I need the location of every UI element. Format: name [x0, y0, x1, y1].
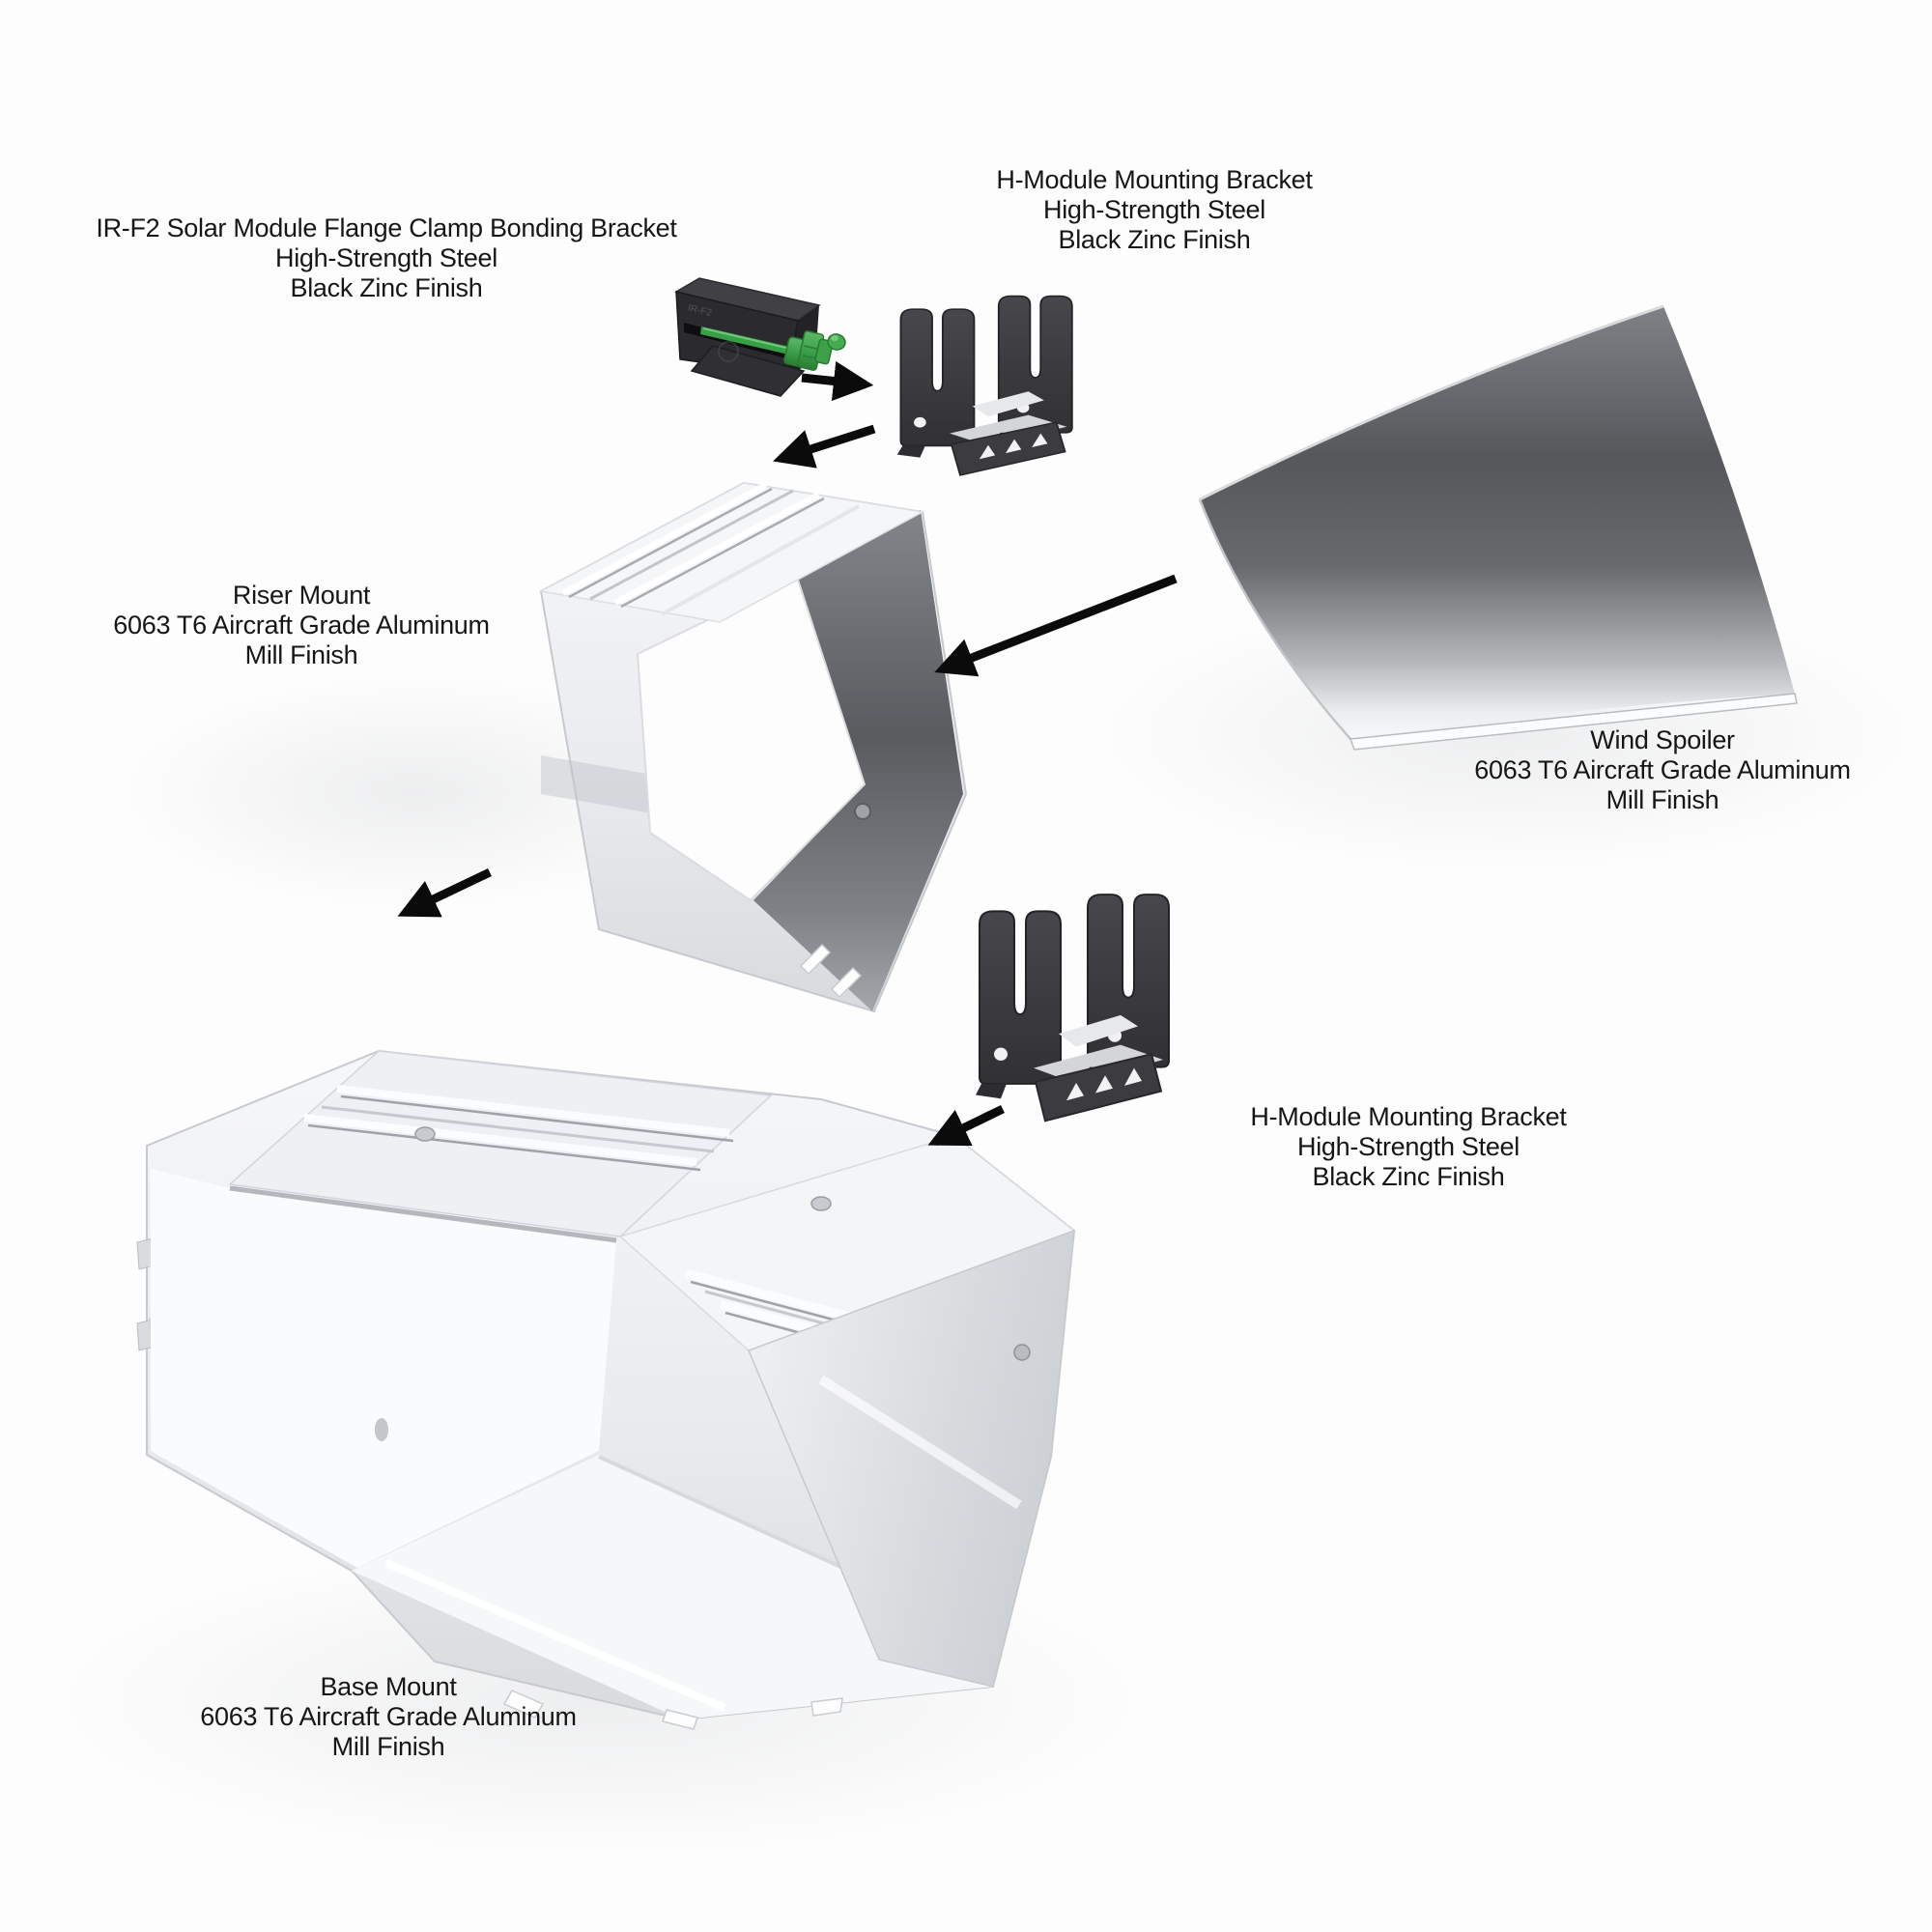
part-name: Riser Mount — [232, 581, 371, 610]
part-name: Wind Spoiler — [1590, 725, 1735, 754]
label-h-bracket-bottom: H-Module Mounting Bracket High-Strength … — [1167, 1102, 1650, 1192]
part-material: 6063 T6 Aircraft Grade Aluminum — [200, 1702, 577, 1731]
part-material: 6063 T6 Aircraft Grade Aluminum — [1474, 755, 1851, 784]
part-finish: Mill Finish — [1605, 785, 1719, 814]
part-material: 6063 T6 Aircraft Grade Aluminum — [113, 611, 490, 639]
part-material: High-Strength Steel — [275, 243, 497, 272]
part-name: H-Module Mounting Bracket — [996, 165, 1313, 194]
arrow-bracket-to-base — [927, 1104, 1005, 1147]
part-finish: Black Zinc Finish — [290, 273, 483, 302]
arrow-riser-to-base — [397, 867, 492, 918]
flange-clamp-part: IR-F2 — [674, 277, 846, 397]
arrow-clamp-to-bracket — [801, 360, 874, 402]
part-material: High-Strength Steel — [1043, 195, 1265, 224]
bonding-bolt — [783, 330, 846, 371]
part-name: Base Mount — [320, 1672, 457, 1701]
wind-spoiler-part — [1198, 304, 1798, 751]
label-wind-spoiler: Wind Spoiler 6063 T6 Aircraft Grade Alum… — [1421, 725, 1904, 815]
part-name: IR-F2 Solar Module Flange Clamp Bonding … — [96, 213, 677, 242]
label-flange-clamp: IR-F2 Solar Module Flange Clamp Bonding … — [87, 213, 686, 303]
assembly-arrows — [397, 360, 1178, 1147]
arrow-bracket-to-riser — [773, 424, 876, 469]
part-name: H-Module Mounting Bracket — [1250, 1102, 1567, 1131]
part-material: High-Strength Steel — [1297, 1132, 1520, 1161]
part-finish: Mill Finish — [244, 640, 358, 669]
arrow-spoiler-to-riser — [934, 574, 1178, 677]
h-bracket-bottom-part — [976, 895, 1169, 1121]
h-bracket-top-part — [897, 296, 1072, 474]
base-mount-part — [136, 1049, 1076, 1730]
clamp-logo-emboss — [718, 341, 739, 362]
label-riser-mount: Riser Mount 6063 T6 Aircraft Grade Alumi… — [60, 581, 543, 670]
label-h-bracket-top: H-Module Mounting Bracket High-Strength … — [913, 165, 1396, 255]
part-finish: Mill Finish — [331, 1732, 445, 1761]
label-base-mount: Base Mount 6063 T6 Aircraft Grade Alumin… — [147, 1672, 630, 1762]
part-finish: Black Zinc Finish — [1058, 225, 1251, 254]
part-finish: Black Zinc Finish — [1312, 1162, 1505, 1191]
riser-mount-part — [538, 481, 968, 1013]
